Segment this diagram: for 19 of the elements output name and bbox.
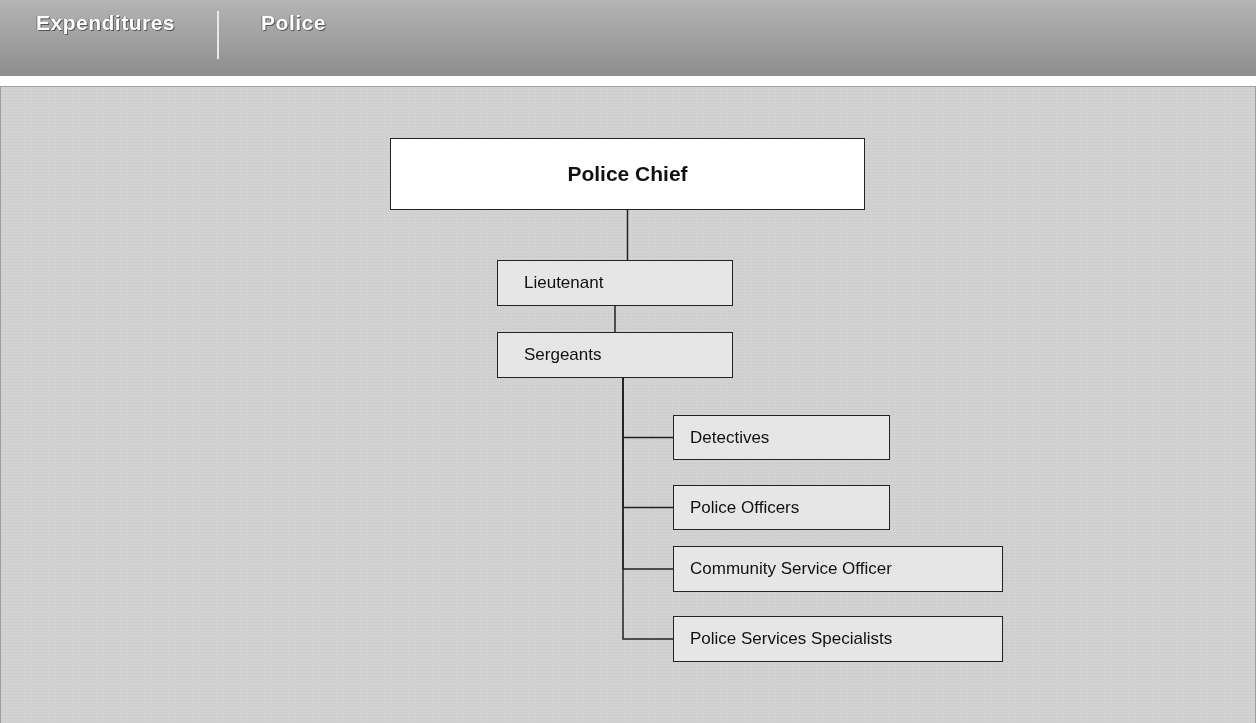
org-box [673, 546, 1003, 592]
section-title: Expenditures [36, 11, 176, 35]
role-label: Sergeants [524, 345, 602, 365]
role-label: Police Officers [690, 497, 800, 518]
org-box [673, 485, 890, 530]
connector-line [622, 377, 674, 640]
section-title: Police [261, 11, 326, 35]
role-label: Community Service Officer [690, 559, 892, 579]
role-label: Police Chief [567, 162, 688, 186]
org-box [673, 616, 1003, 662]
org-box [497, 260, 733, 306]
role-label: Detectives [690, 427, 770, 448]
org-box [673, 415, 890, 460]
connector-line [614, 305, 616, 333]
connector-line [626, 209, 629, 261]
role-label: Lieutenant [524, 273, 604, 293]
role-label: Police Services Specialists [690, 629, 893, 649]
org-box [390, 138, 865, 210]
org-box [497, 332, 733, 378]
